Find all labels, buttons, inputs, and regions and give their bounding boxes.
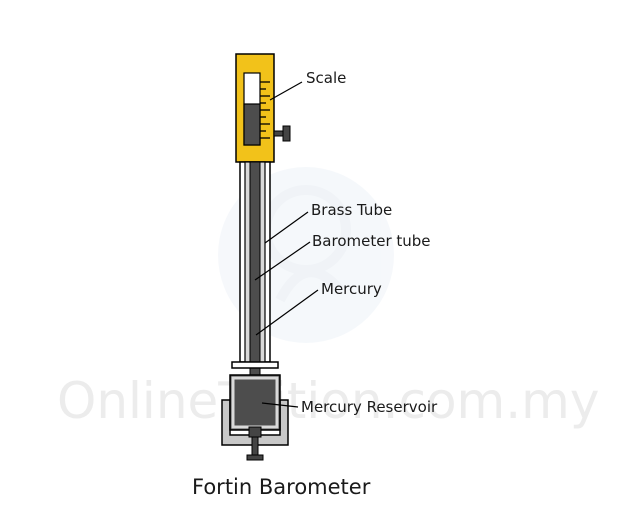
- vernier-knob: [273, 125, 291, 142]
- label-scale: Scale: [306, 69, 346, 87]
- brass-tube: [231, 161, 279, 381]
- leader-scale: [269, 81, 303, 101]
- leader-mercury: [255, 289, 319, 336]
- leader-lines: [254, 81, 319, 408]
- scale-housing: [235, 53, 275, 163]
- label-brass-tube: Brass Tube: [311, 201, 392, 219]
- label-mercury-reservoir: Mercury Reservoir: [301, 398, 438, 416]
- label-mercury: Mercury: [321, 280, 382, 298]
- leader-brass-tube: [264, 211, 309, 244]
- watermark-text: OnlineTuition.com.my: [57, 372, 599, 430]
- leader-mercury-reservoir: [261, 402, 299, 408]
- leader-barometer-tube: [254, 241, 311, 281]
- diagram-title: Fortin Barometer: [192, 475, 371, 499]
- scale-graduations: [260, 81, 270, 139]
- label-barometer-tube: Barometer tube: [312, 232, 431, 250]
- mercury-reservoir: [221, 374, 289, 461]
